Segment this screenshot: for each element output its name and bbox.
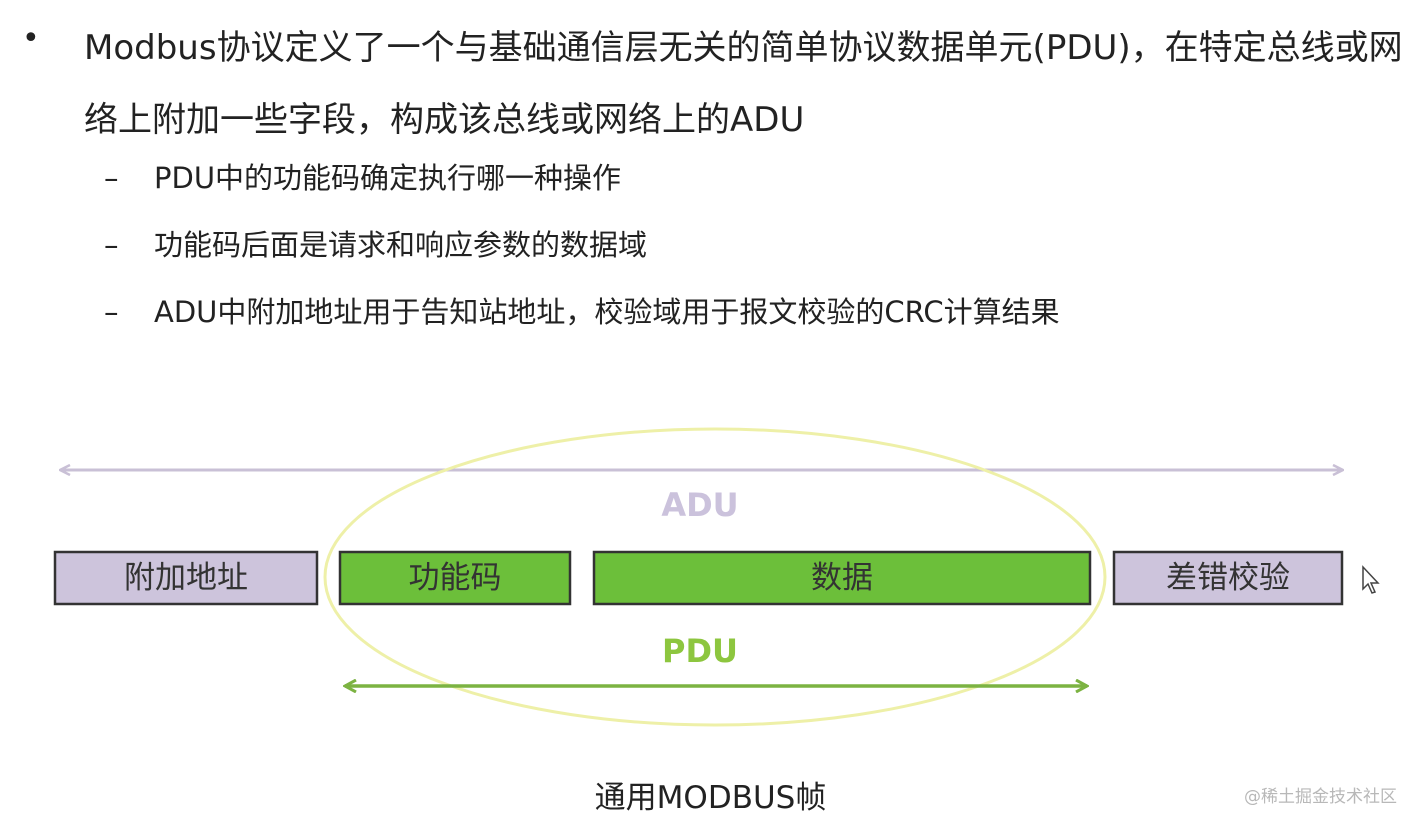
address-box-label: 附加地址 [124,560,248,596]
main-bullet-text: Modbus协议定义了一个与基础通信层无关的简单协议数据单元(PDU)，在特定总… [84,28,1403,140]
checksum-box-label: 差错校验 [1166,560,1290,596]
address-box [53,550,319,606]
adu-label: ADU [661,486,738,524]
diagram-caption: 通用MODBUS帧 [594,780,827,816]
data-box-label: 数据 [811,560,873,596]
sub-bullet-dash: – [104,161,119,195]
sub-bullet-dash: – [104,228,119,262]
sub-bullet-2: – 功能码后面是请求和响应参数的数据域 [104,225,647,265]
sub-bullet-text: ADU中附加地址用于告知站地址，校验域用于报文校验的CRC计算结果 [154,295,1060,329]
main-bullet-dot: • [22,21,40,56]
sub-bullet-dash: – [104,295,119,329]
sub-bullet-text: PDU中的功能码确定执行哪一种操作 [154,161,622,195]
function-code-box [338,550,572,606]
mouse-cursor-icon [1362,565,1380,594]
function-code-box-label: 功能码 [409,560,502,596]
pdu-label: PDU [662,632,738,670]
watermark: @稀土掘金技术社区 [1244,787,1397,807]
data-box [592,550,1092,606]
pdu-highlight-ellipse [323,427,1107,727]
sub-bullet-1: – PDU中的功能码确定执行哪一种操作 [104,158,621,198]
sub-bullet-text: 功能码后面是请求和响应参数的数据域 [154,228,648,262]
sub-bullet-3: – ADU中附加地址用于告知站地址，校验域用于报文校验的CRC计算结果 [104,292,1060,332]
checksum-box [1112,550,1344,606]
